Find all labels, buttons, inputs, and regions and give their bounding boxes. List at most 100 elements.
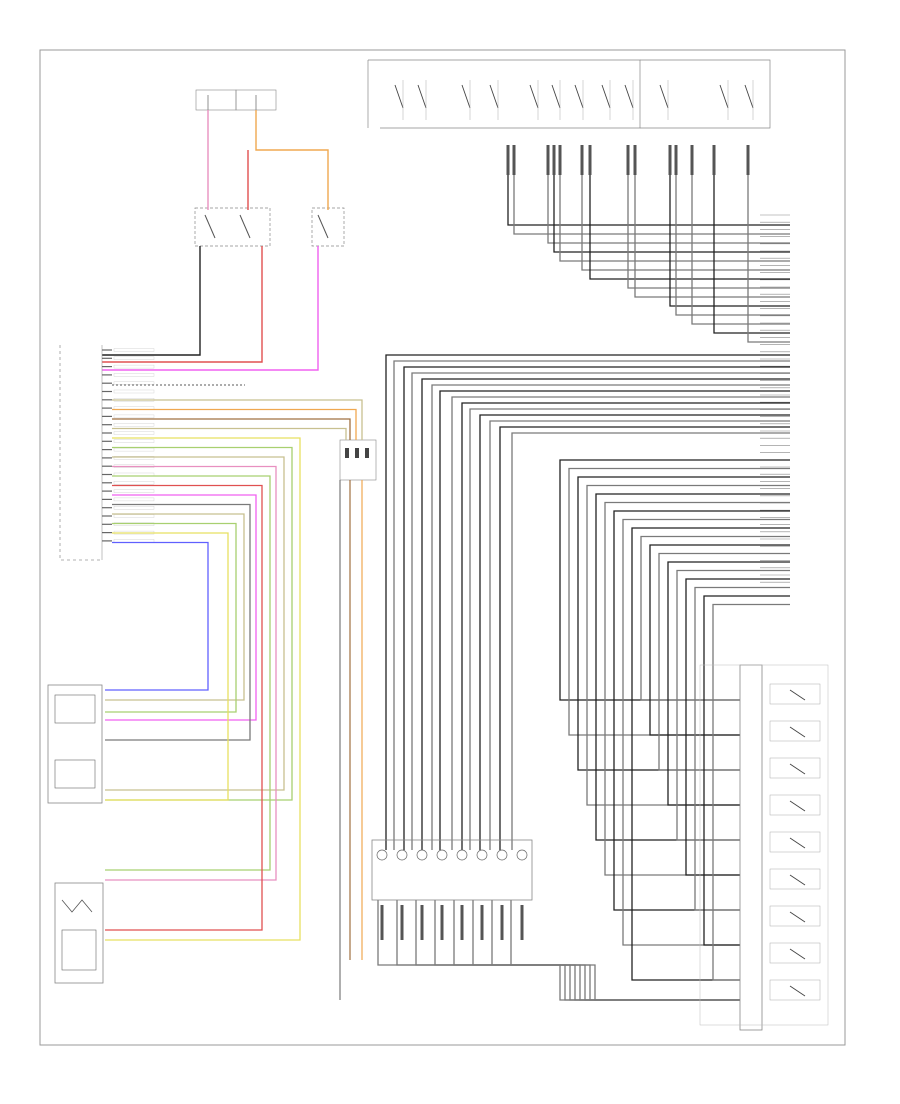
module-pin [480, 905, 484, 940]
lower-right-wire [685, 578, 790, 876]
right-wire-bundle [377, 175, 790, 1001]
mfs-switch [789, 948, 806, 960]
right-wire [589, 175, 790, 280]
right-wire [691, 175, 790, 325]
lower-right-wire [676, 569, 790, 841]
gear-pin-tag [113, 514, 155, 518]
top-switch [551, 84, 561, 109]
top-switch [719, 84, 729, 109]
mfs-switch [789, 689, 806, 701]
top-pin [546, 145, 550, 175]
mfs-switch-box [769, 868, 821, 890]
gear-pin-tag [113, 373, 155, 377]
right-wire [675, 175, 790, 316]
gear-pin-tag [113, 497, 155, 502]
gear-wire [105, 456, 285, 791]
mfs-switch-stack [699, 664, 829, 1031]
top-switch [394, 84, 404, 109]
gear-wire [105, 494, 257, 721]
gear-wire [105, 484, 263, 931]
gear-pin-tag [113, 522, 155, 526]
lower-right-wire [658, 552, 790, 771]
top-pin [668, 145, 672, 175]
bottom-wire [396, 900, 740, 1001]
brake-lamp-switch [194, 207, 271, 247]
lower-right-wire [694, 586, 790, 911]
bottom-wire [510, 900, 740, 1001]
top-pin [746, 145, 750, 175]
module-fuse [456, 849, 468, 861]
top-left-wires [102, 110, 329, 371]
mfs-switch-box [769, 905, 821, 927]
mfs-switch-box [769, 794, 821, 816]
gear-pin-tag [113, 447, 155, 452]
gear-wire [105, 437, 301, 941]
mfs-switch [789, 726, 806, 738]
mfs-switch-box [769, 831, 821, 853]
mfs-switch [789, 837, 806, 849]
module-fuse [496, 849, 508, 861]
mfs-switch-box [769, 720, 821, 742]
gear-pin-tag [113, 381, 155, 385]
module-pin [420, 905, 424, 940]
right-wire [553, 175, 790, 253]
top-pin [552, 145, 556, 175]
right-wire [634, 175, 790, 298]
gear-wire [105, 513, 245, 701]
top-pin [588, 145, 592, 175]
gear-wire [105, 532, 229, 801]
mfs-switch [789, 985, 806, 997]
gear-pin-tag [113, 356, 155, 360]
top-pin [506, 145, 510, 175]
mfs-switch [789, 800, 806, 812]
gear-wire [105, 475, 271, 871]
top-switch [489, 84, 499, 109]
mfs-switch [789, 874, 806, 886]
top-switch [659, 84, 669, 109]
module-fuse [476, 849, 488, 861]
top-pin [712, 145, 716, 175]
mfs-switch [789, 911, 806, 923]
gear-wire [105, 503, 251, 741]
top-pin [558, 145, 562, 175]
lower-right-wire [613, 510, 790, 911]
module-pin [400, 905, 404, 940]
top-switch [574, 84, 584, 109]
right-wire [669, 175, 790, 307]
gear-pin-tag [113, 431, 155, 435]
lower-right-wire [703, 595, 790, 946]
right-wire [581, 175, 790, 271]
lower-right-wire [649, 544, 790, 736]
gear-wire [112, 427, 347, 440]
top-pin [580, 145, 584, 175]
gear-pin-tag [113, 414, 155, 419]
mfs-switch-box [769, 757, 821, 779]
mid-wire [461, 402, 790, 850]
gear-module [59, 345, 103, 561]
mid-wire [411, 372, 790, 850]
module-fuse [516, 849, 528, 861]
gear-wire [112, 399, 363, 440]
inline-connector [339, 439, 377, 481]
top-switch [624, 84, 634, 109]
top-switch [744, 84, 754, 109]
clutch-pedal-switch [311, 207, 345, 247]
mid-wire [499, 426, 790, 850]
module-fuse [376, 849, 388, 861]
diagram-frame [39, 49, 846, 1046]
gear-pin-tag [113, 489, 155, 493]
gear-wire [112, 408, 357, 440]
mid-wire [393, 360, 790, 850]
gear-wire [105, 465, 277, 881]
lower-right-wire [712, 603, 790, 981]
top-switch-box [367, 59, 771, 129]
module-pin [520, 905, 524, 940]
top-pin [626, 145, 630, 175]
top-pin [633, 145, 637, 175]
right-wire [547, 175, 790, 244]
lower-right-wire [640, 535, 790, 701]
mid-wire [451, 396, 790, 850]
mid-wire [385, 354, 790, 850]
